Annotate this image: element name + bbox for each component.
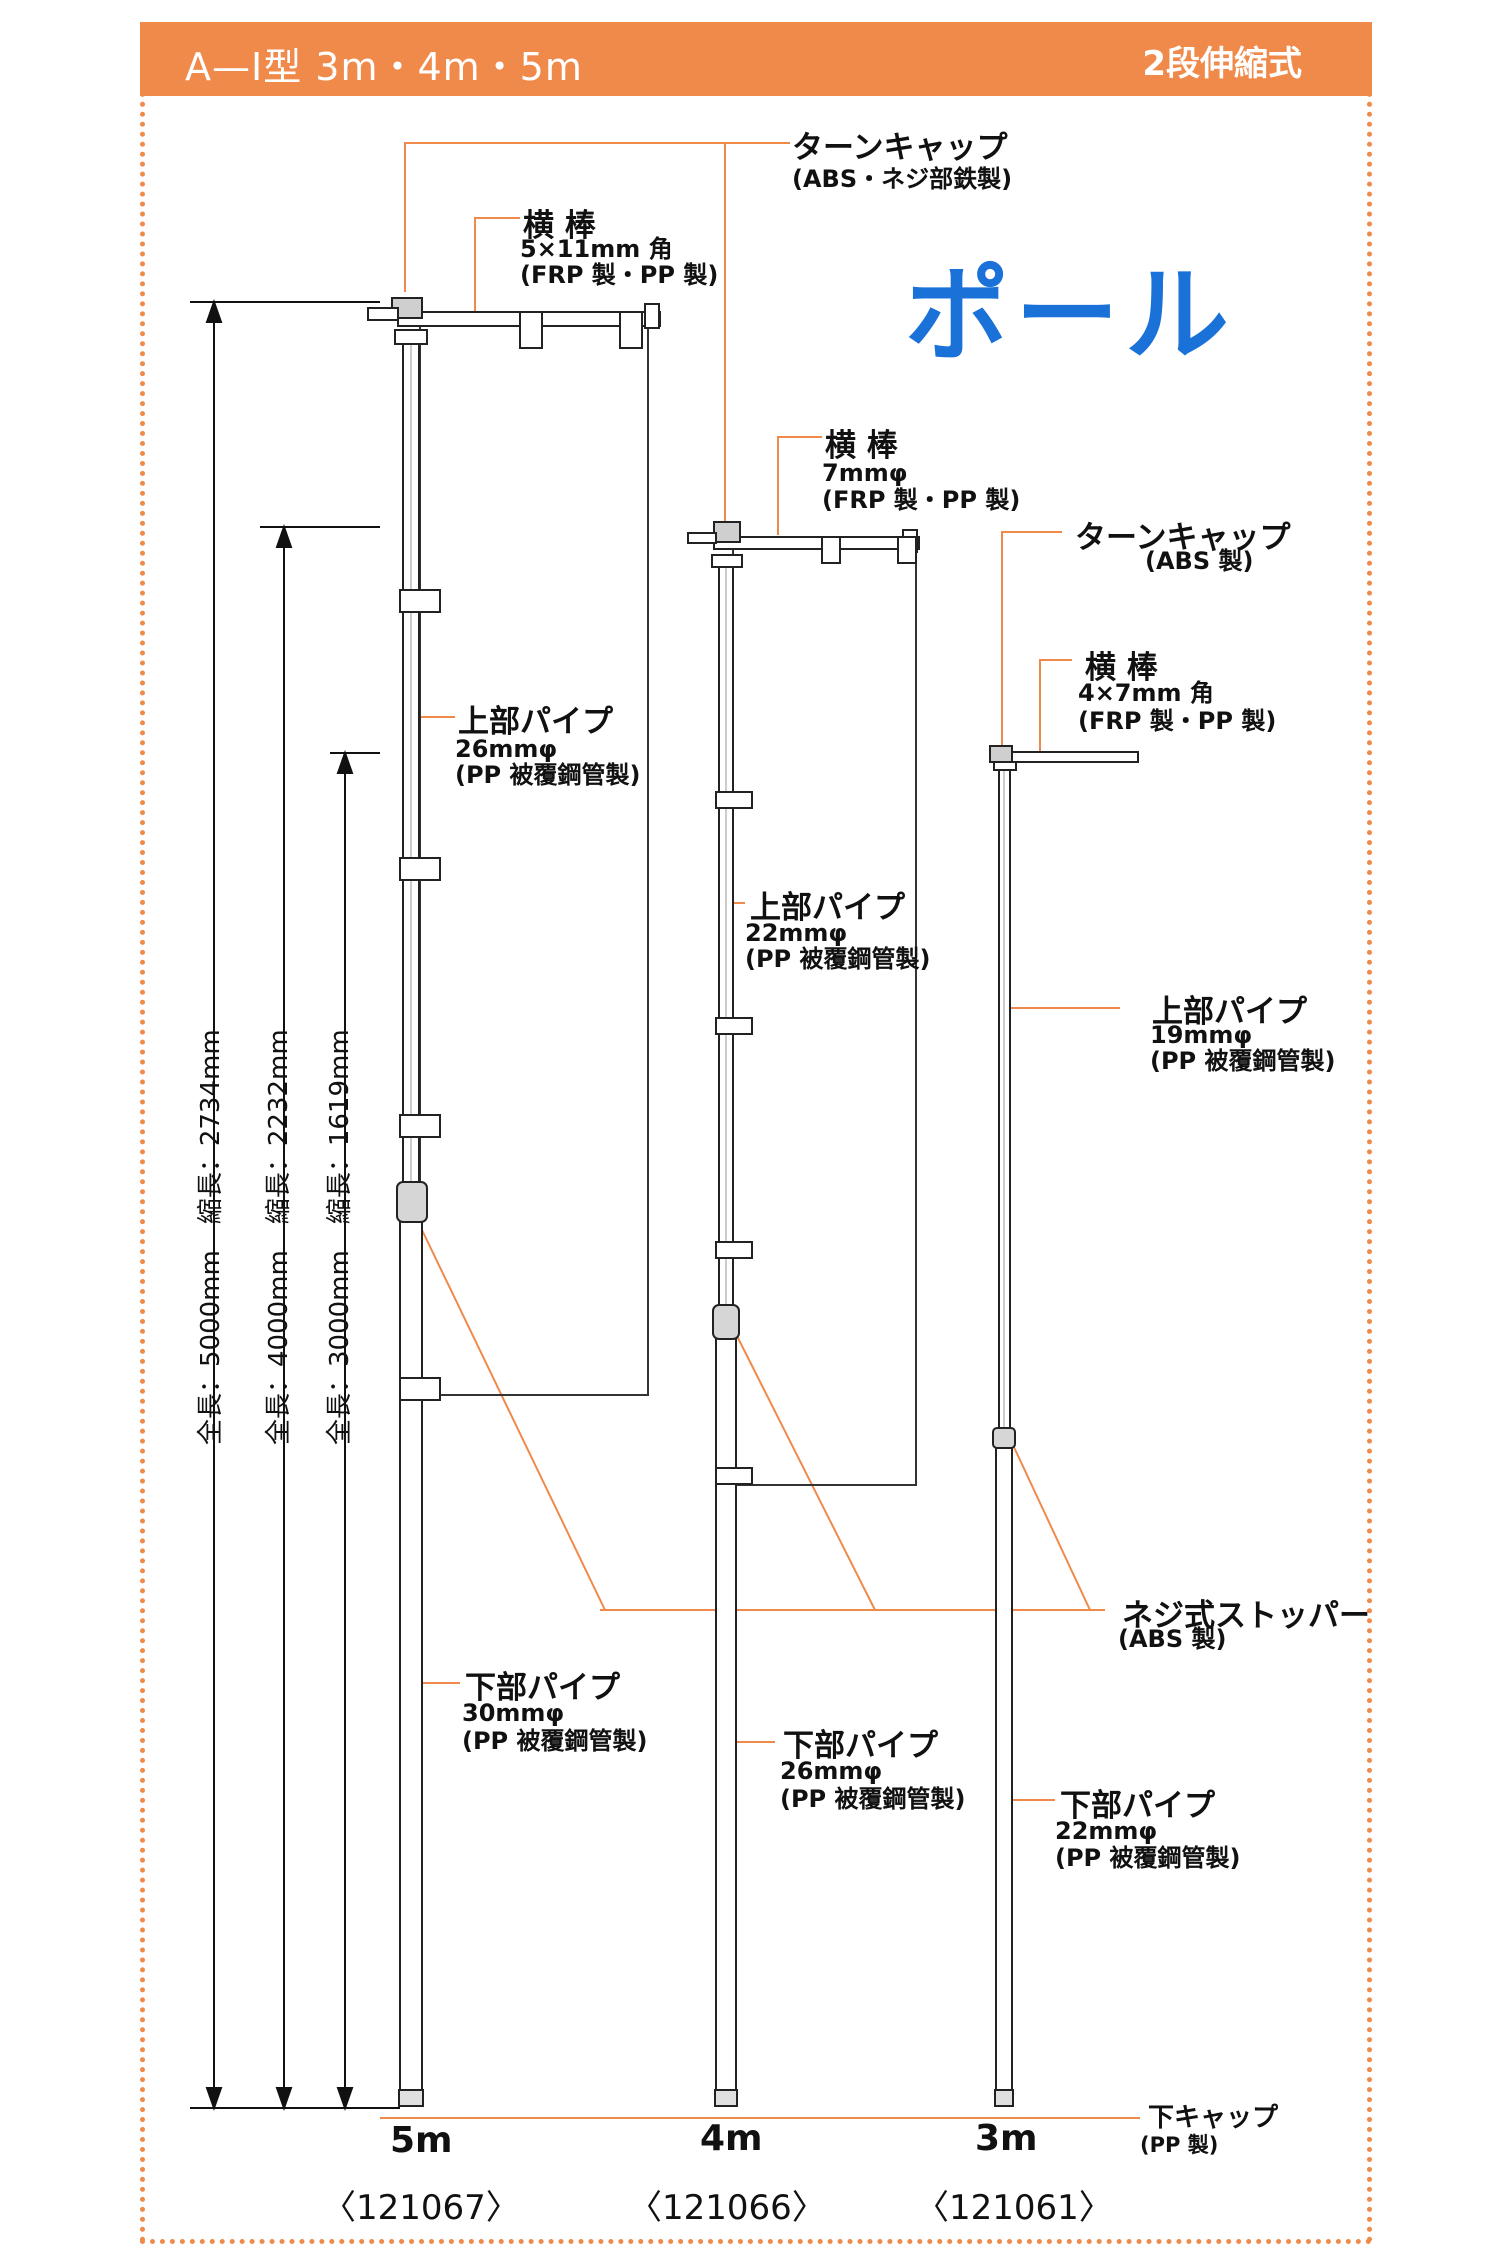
upper-pipe-4m-label: 上部パイプ	[750, 890, 905, 926]
screw-stopper-spec: (ABS 製)	[1118, 1625, 1227, 1653]
ring-5m-2	[399, 857, 441, 881]
turncap-top-spec: (ABS・ネジ部鉄製)	[792, 165, 1013, 193]
header-type: 2段伸縮式	[1142, 44, 1302, 84]
dim-text-4m: 全長：4000mm 縮長：2232mm	[264, 1029, 294, 1445]
crossbar-4m-label: 横 棒	[825, 428, 898, 464]
crossbar-4m-spec2: (FRP 製・PP 製)	[822, 486, 1021, 514]
upper-pipe-3m-spec2: (PP 被覆鋼管製)	[1150, 1047, 1336, 1075]
banner-4m	[732, 544, 917, 1486]
leader-crossbar-3m	[1039, 659, 1072, 752]
upper-pipe-4m-spec1: 22mmφ	[745, 919, 848, 947]
lower-pipe-3m-label: 下部パイプ	[1060, 1788, 1215, 1824]
ring-4m-4	[715, 1467, 753, 1485]
lower-pipe-3m-spec1: 22mmφ	[1055, 1817, 1158, 1845]
upper-pipe-4m-spec2: (PP 被覆鋼管製)	[745, 945, 931, 973]
header-bar: A—Ⅰ型 3m・4m・5m 2段伸縮式	[140, 22, 1372, 96]
leader-lines	[380, 142, 1140, 2119]
header-title: A—Ⅰ型 3m・4m・5m	[185, 45, 583, 89]
ring-4m-1	[715, 791, 753, 809]
crossbar-5m-spec1: 5×11mm 角	[520, 235, 673, 263]
upper-pipe-5m-spec1: 26mmφ	[455, 735, 558, 763]
pole-5m	[367, 297, 661, 2107]
bottomcap-4m	[714, 2089, 738, 2107]
upper-pipe-5m-label: 上部パイプ	[458, 704, 613, 740]
lower-pipe-4m-spec1: 26mmφ	[780, 1757, 883, 1785]
size-4m: 4m	[700, 2118, 763, 2159]
leader-crossbar-5m	[474, 217, 520, 312]
clip-4m-2	[897, 536, 917, 564]
bottom-cap-label: 下キャップ	[1148, 2103, 1279, 2133]
lower-pipe-5m-label: 下部パイプ	[465, 1670, 620, 1706]
dimension-lines	[190, 298, 400, 2112]
leader-turncap-top	[404, 142, 790, 292]
crossbar-3m-spec1: 4×7mm 角	[1078, 679, 1214, 707]
clip-4m-1	[821, 536, 841, 564]
dim-text-5m: 全長：5000mm 縮長：2734mm	[196, 1029, 226, 1445]
ring-5m-3	[399, 1114, 441, 1138]
crossbar-5m-label: 横 棒	[523, 208, 596, 244]
leader-crossbar-4m	[777, 436, 822, 535]
lower-pipe-5m	[399, 1214, 423, 2104]
crossbar-4m-spec1: 7mmφ	[822, 459, 908, 487]
upper-pipe-5m-spec2: (PP 被覆鋼管製)	[455, 761, 641, 789]
lower-pipe-4m-label: 下部パイプ	[783, 1728, 938, 1764]
lower-pipe-5m-spec2: (PP 被覆鋼管製)	[462, 1727, 648, 1755]
dim-text-3m: 全長：3000mm 縮長：1619mm	[325, 1029, 355, 1445]
bottomcap-5m	[398, 2089, 424, 2107]
ring-4m-3	[715, 1241, 753, 1259]
pole-4m	[687, 521, 920, 2107]
stopper-4m	[712, 1304, 740, 1340]
size-3m: 3m	[975, 2118, 1038, 2159]
lower-pipe-5m-spec1: 30mmφ	[462, 1699, 565, 1727]
clip-5m-2	[619, 311, 643, 349]
clip-5m-1	[519, 311, 543, 349]
pole-3m	[989, 745, 1139, 2107]
model-4m: 〈121066〉	[628, 2188, 826, 2228]
ring-5m-4	[399, 1377, 441, 1401]
turncap-3m-spec: (ABS 製)	[1145, 547, 1254, 575]
lower-pipe-4m	[715, 1324, 737, 2104]
model-5m: 〈121067〉	[322, 2188, 520, 2228]
turncap-top-label: ターンキャップ	[792, 130, 1008, 166]
turncap-3m	[989, 745, 1013, 763]
ring-5m-1	[399, 589, 441, 613]
crossbar-3m	[994, 751, 1139, 763]
size-5m: 5m	[390, 2120, 453, 2161]
crossbar-5m-spec2: (FRP 製・PP 製)	[520, 261, 719, 289]
stopper-5m	[396, 1181, 428, 1223]
upper-pipe-3m-spec1: 19mmφ	[1150, 1021, 1253, 1049]
crossbar-4m	[713, 536, 920, 550]
lower-pipe-4m-spec2: (PP 被覆鋼管製)	[780, 1785, 966, 1813]
turncap-3m-label: ターンキャップ	[1075, 520, 1291, 556]
upper-pipe-3m-label: 上部パイプ	[1152, 994, 1307, 1030]
turncap-4m	[713, 521, 741, 543]
stopper-3m	[992, 1427, 1016, 1449]
leader-stopper-3m	[1012, 1444, 1105, 1611]
banner-5m	[419, 319, 649, 1396]
bottomcap-3m	[994, 2089, 1014, 2107]
model-3m: 〈121061〉	[915, 2188, 1113, 2228]
screw-stopper-label: ネジ式ストッパー	[1122, 1598, 1370, 1634]
ring-4m-2	[715, 1017, 753, 1035]
crossbar-3m-spec2: (FRP 製・PP 製)	[1078, 707, 1277, 735]
leader-stopper-4m	[734, 1331, 876, 1611]
leader-turncap-3m	[1001, 531, 1062, 750]
lower-pipe-3m-spec2: (PP 被覆鋼管製)	[1055, 1844, 1241, 1872]
bottom-cap-spec: (PP 製)	[1140, 2133, 1219, 2157]
lower-pipe-3m	[995, 1439, 1013, 2104]
pole-title: ポール	[905, 254, 1236, 376]
crossbar-3m-label: 横 棒	[1085, 650, 1158, 686]
